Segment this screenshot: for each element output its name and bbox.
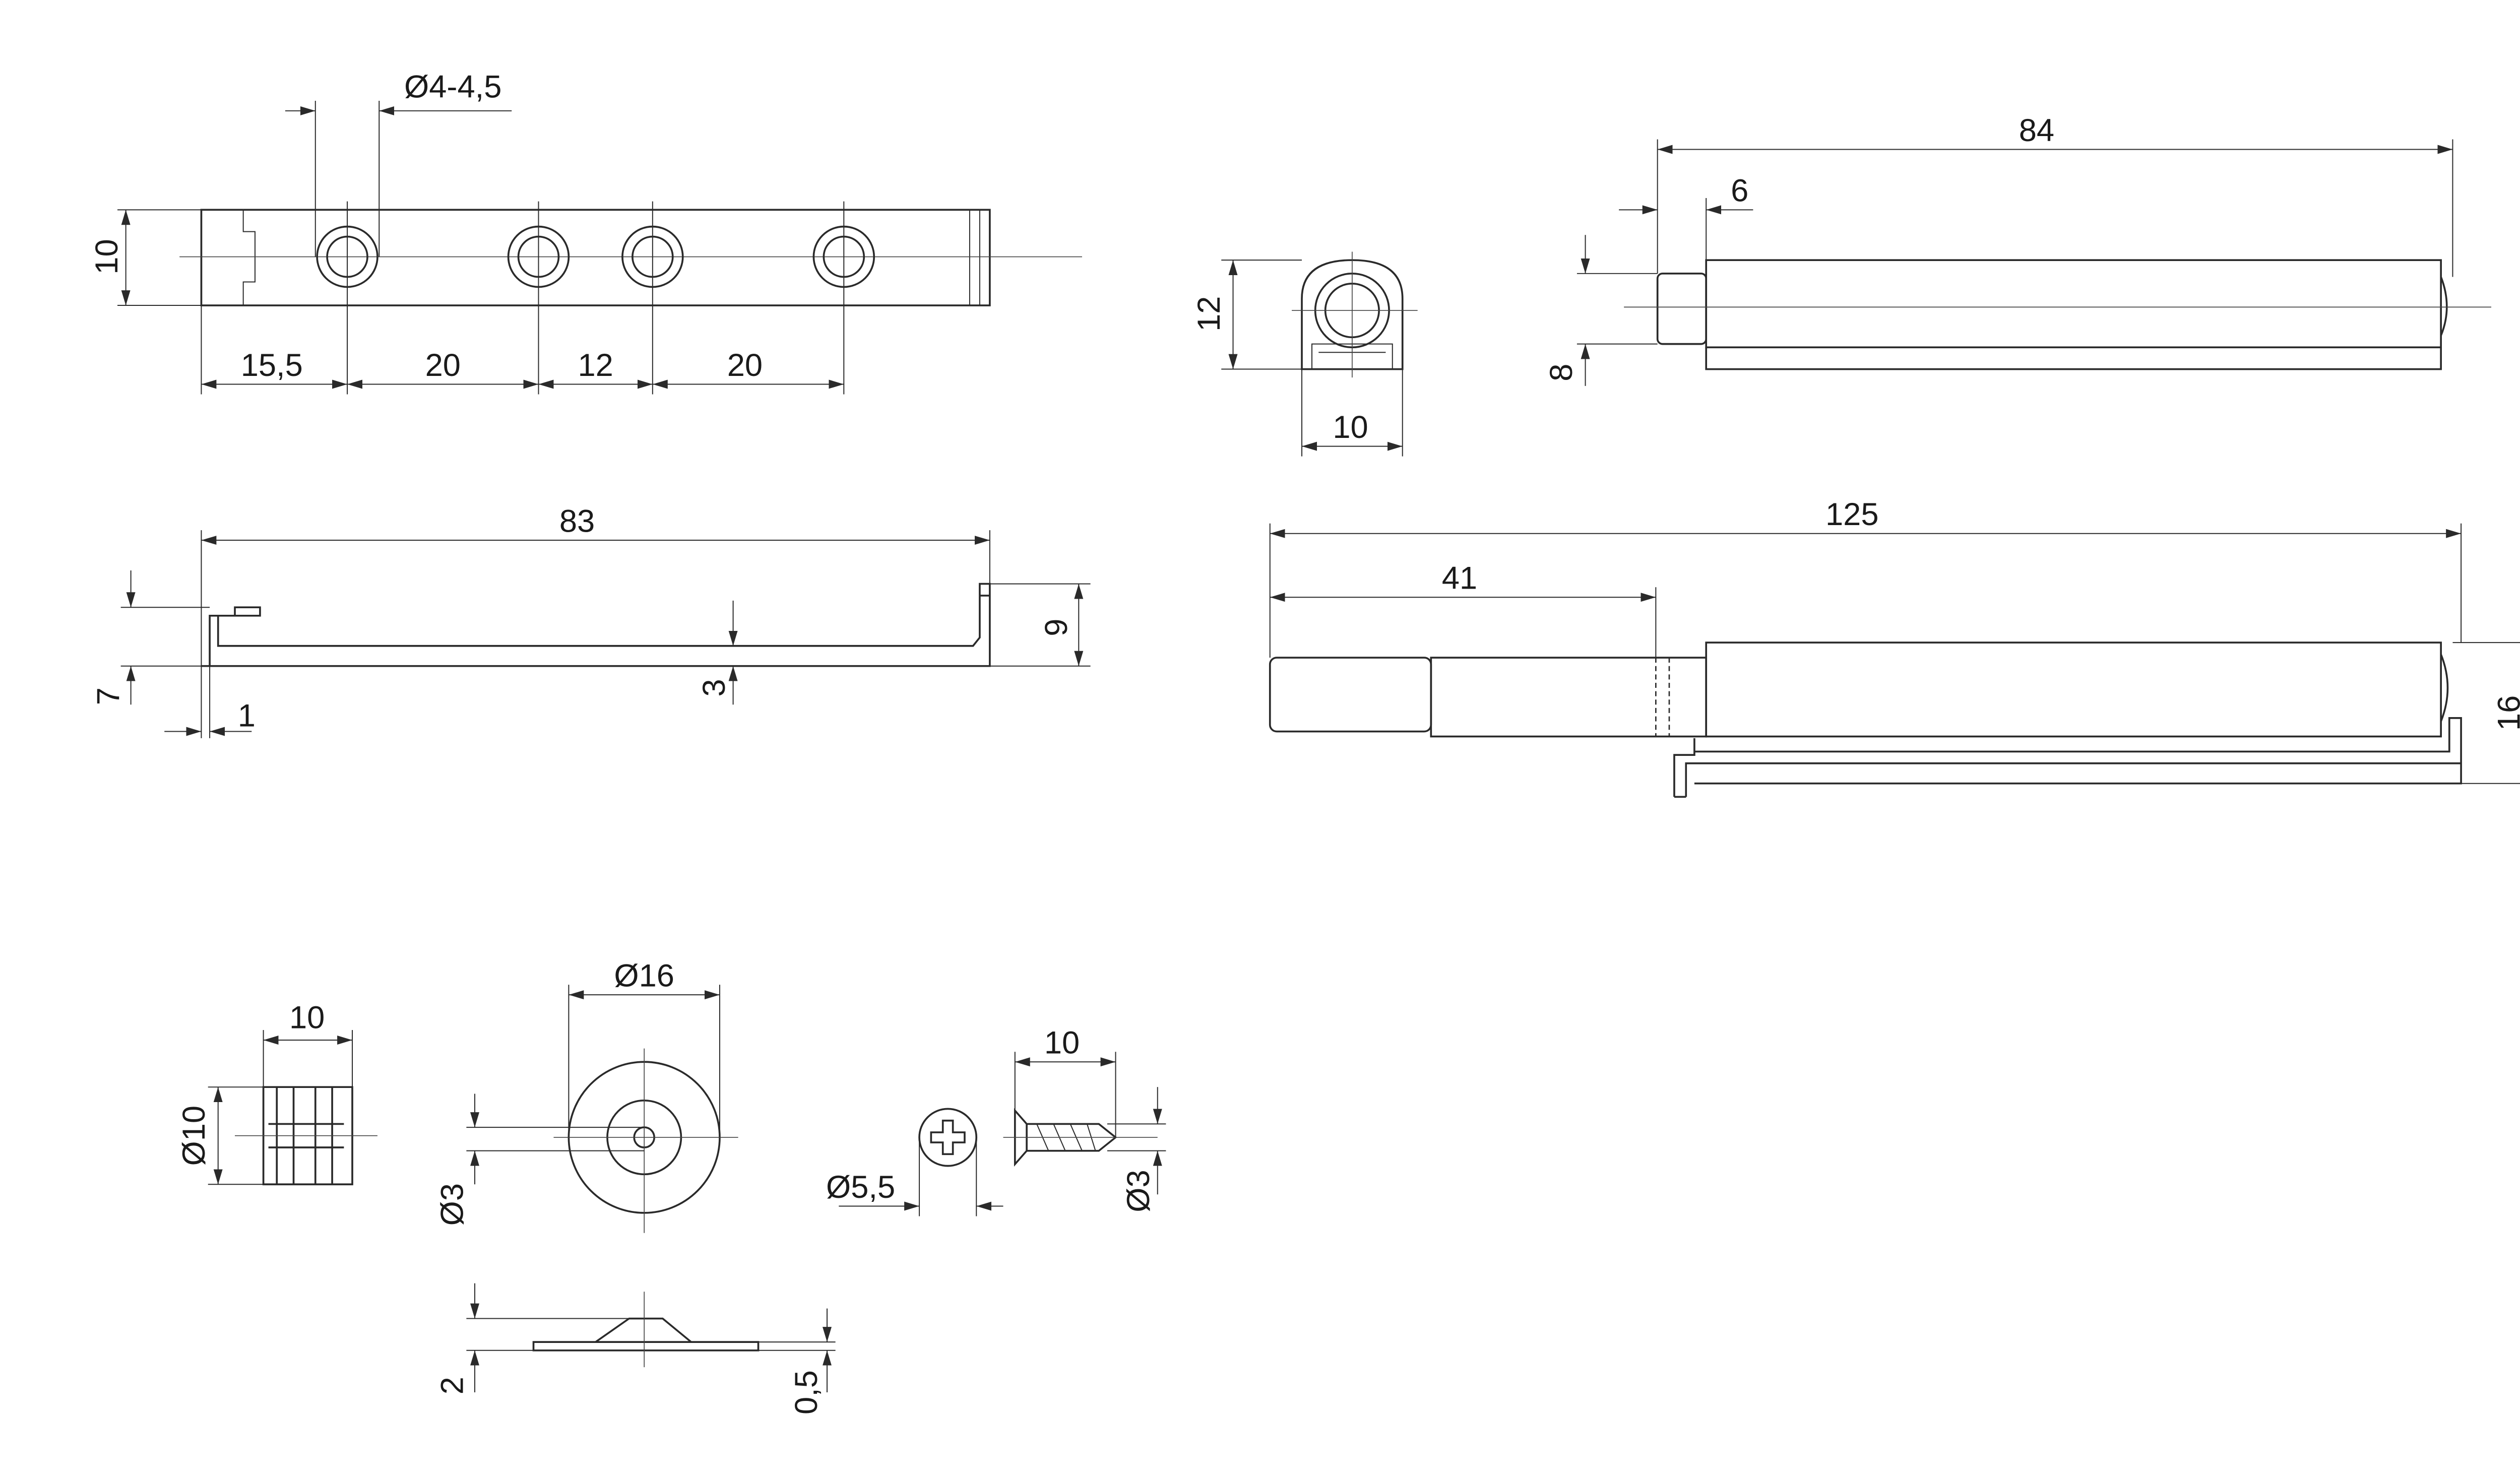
front-view: 12 10 xyxy=(1191,251,1418,457)
dim-screw-head: Ø5,5 xyxy=(826,1170,895,1205)
dim-spacing-3: 12 xyxy=(578,348,613,383)
dim-body-length: 84 xyxy=(2019,113,2054,148)
dim-total-length: 125 xyxy=(1825,497,1879,532)
dim-rail-lip: 7 xyxy=(91,687,126,705)
dim-plunger: 6 xyxy=(1731,173,1748,209)
dim-screw-diameter: Ø3 xyxy=(1121,1170,1156,1212)
dim-total-height: 16 xyxy=(2492,695,2520,731)
dim-plug-length: 10 xyxy=(289,1000,325,1036)
dim-rail-length: 83 xyxy=(559,503,595,539)
rail-side-view: 83 9 7 3 1 xyxy=(91,503,1091,738)
dim-spacing-2: 20 xyxy=(425,348,461,383)
dim-rail-height: 9 xyxy=(1039,619,1074,636)
disc-part: Ø16 Ø3 2 0,5 xyxy=(435,958,836,1415)
dim-plunger-height: 8 xyxy=(1544,364,1579,381)
dim-spacing-1: 15,5 xyxy=(241,348,303,383)
dim-height: 10 xyxy=(89,239,124,274)
screw-part: Ø5,5 10 Ø3 xyxy=(826,1025,1166,1216)
dim-front-height: 12 xyxy=(1191,296,1227,332)
body-side-view: 84 6 8 xyxy=(1544,113,2491,386)
plug-part: 10 Ø10 xyxy=(176,1000,377,1186)
dim-hole-diameter: Ø4-4,5 xyxy=(404,69,501,104)
rail-top-view: Ø4-4,5 10 15,5 20 12 20 xyxy=(89,69,1082,395)
dim-plug-diameter: Ø10 xyxy=(176,1106,212,1166)
dim-spacing-4: 20 xyxy=(727,348,763,383)
dim-disc-diameter: Ø16 xyxy=(614,958,674,993)
assembly-view: 125 41 16 xyxy=(1269,497,2520,798)
dim-disc-thickness: 0,5 xyxy=(789,1370,824,1415)
dim-screw-length: 10 xyxy=(1044,1025,1080,1061)
dim-front-width: 10 xyxy=(1333,410,1368,445)
dim-rail-thickness: 3 xyxy=(697,679,732,696)
dim-rail-offset: 1 xyxy=(238,698,256,734)
dim-stroke: 41 xyxy=(1442,561,1477,596)
dim-disc-hole: Ø3 xyxy=(435,1183,470,1226)
dim-disc-height: 2 xyxy=(435,1377,470,1394)
